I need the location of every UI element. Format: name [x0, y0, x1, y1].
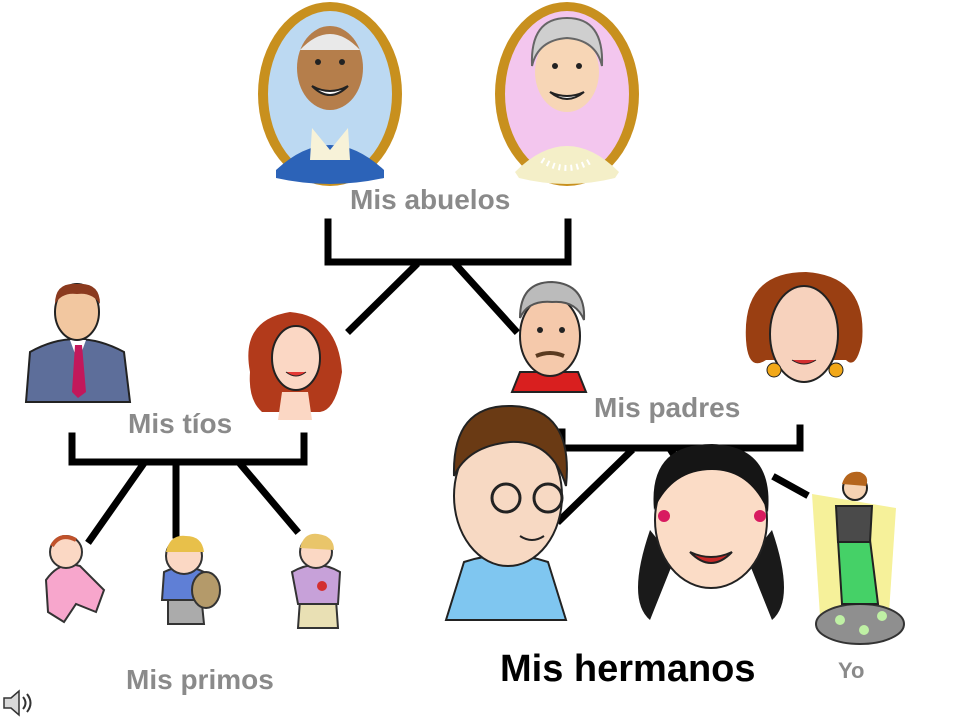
- line-to-cousin-1: [85, 461, 147, 545]
- father-figure: [510, 280, 588, 393]
- uncles-bracket: [68, 432, 308, 466]
- grandmother-portrait: [495, 2, 639, 186]
- line-to-aunt: [345, 261, 420, 335]
- sister-figure: [638, 444, 784, 620]
- line-to-me: [771, 473, 810, 499]
- tree-lines: [68, 218, 810, 545]
- line-to-father: [452, 261, 520, 335]
- me-label: Yo: [838, 658, 865, 683]
- cousin-baby-figure: [44, 535, 106, 624]
- brother-figure: [444, 404, 568, 621]
- line-to-brother: [555, 447, 635, 525]
- parents-bracket: [558, 424, 804, 452]
- cousin-boy-figure: [160, 535, 221, 625]
- line-to-cousin-3: [237, 461, 301, 535]
- grandparents-bracket: [324, 218, 572, 266]
- uncles-aunts-label: Mis tíos: [128, 408, 233, 439]
- uncle-figure: [24, 283, 132, 403]
- grandparents-label: Mis abuelos: [350, 184, 511, 215]
- parents-label: Mis padres: [594, 392, 741, 423]
- grandfather-portrait: [258, 2, 402, 186]
- sound-speaker-icon[interactable]: [2, 688, 36, 718]
- siblings-label: Mis hermanos: [500, 648, 756, 690]
- cousin-girl-figure: [290, 533, 342, 629]
- aunt-figure: [248, 312, 342, 420]
- cousins-label: Mis primos: [126, 664, 274, 695]
- me-figure: [812, 471, 905, 645]
- mother-figure: [745, 272, 863, 383]
